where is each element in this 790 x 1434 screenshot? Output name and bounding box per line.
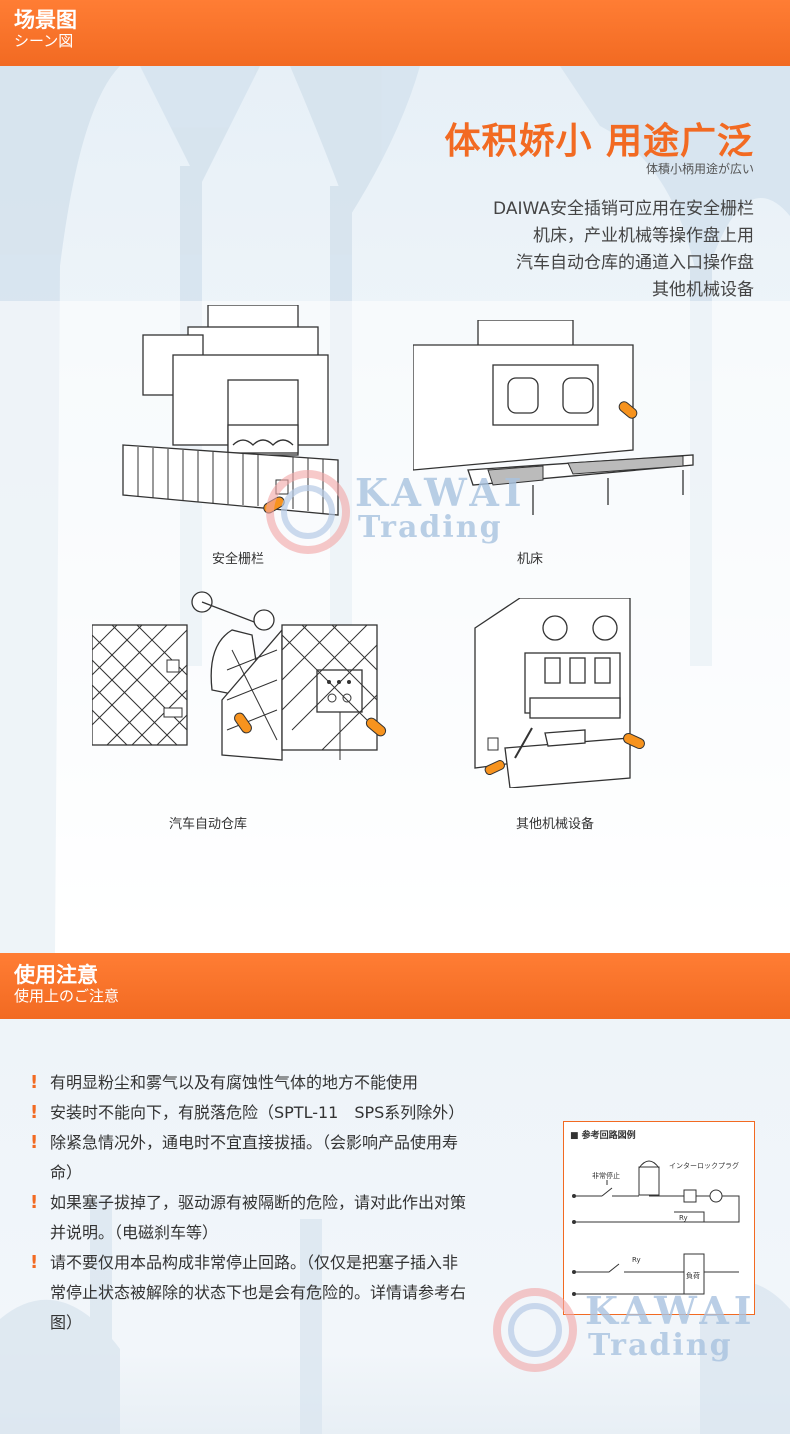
description-line: 机床，产业机械等操作盘上用 <box>533 226 754 246</box>
watermark-text: KAWAI <box>585 1288 757 1333</box>
caution-item: ! 除紧急情况外，通电时不宜直接拔插。（会影响产品使用寿命） <box>30 1128 470 1188</box>
scene-caption: 机床 <box>516 552 543 567</box>
section-subtitle: 使用上のご注意 <box>14 987 120 1005</box>
exclamation-icon: ! <box>30 1072 39 1093</box>
circuit-label-ry: Ry <box>632 1256 641 1264</box>
section-header-scenes: 场景图 シーン図 <box>0 0 790 66</box>
circuit-label-stop: 非常停止 <box>592 1171 620 1180</box>
section-subtitle: シーン図 <box>14 32 74 50</box>
watermark-logo-icon <box>493 1288 577 1372</box>
other-machinery-illustration <box>474 598 645 788</box>
caution-item: ! 请不要仅用本品构成非常停止回路。（仅仅是把塞子插入非常停止状态被解除的状态下… <box>30 1248 470 1338</box>
caution-item: ! 如果塞子拔掉了，驱动源有被隔断的危险，请对此作出对策并说明。（电磁刹车等） <box>30 1188 470 1248</box>
caution-list: ! 有明显粉尘和雾气以及有腐蚀性气体的地方不能使用 ! 安装时不能向下，有脱落危… <box>30 1068 470 1338</box>
watermark-text: Trading <box>588 1328 733 1363</box>
circuit-label-plug: インターロックプラグ <box>669 1161 739 1170</box>
description-line: DAIWA安全插销可应用在安全栅栏 <box>493 199 754 219</box>
section-title: 场景图 <box>14 8 77 32</box>
caution-text: 安装时不能向下，有脱落危险（SPTL-11 SPS系列除外） <box>50 1103 465 1122</box>
exclamation-icon: ! <box>30 1192 39 1213</box>
caution-text: 请不要仅用本品构成非常停止回路。（仅仅是把塞子插入非常停止状态被解除的状态下也是… <box>50 1253 467 1332</box>
circuit-label-load: 負荷 <box>686 1271 700 1280</box>
section-header-notes: 使用注意 使用上のご注意 <box>0 953 790 1019</box>
caution-item: ! 安装时不能向下，有脱落危险（SPTL-11 SPS系列除外） <box>30 1098 470 1128</box>
auto-warehouse-illustration <box>92 591 387 761</box>
headline-subtitle: 体積小柄用途が広い <box>645 162 754 176</box>
description-line: 其他机械设备 <box>652 280 754 300</box>
exclamation-icon: ! <box>30 1102 39 1123</box>
watermark-text: KAWAI <box>355 470 527 515</box>
caution-text: 有明显粉尘和雾气以及有腐蚀性气体的地方不能使用 <box>50 1073 419 1092</box>
headline: 体积娇小 用途广泛 <box>444 121 754 162</box>
machine-tool-illustration <box>413 320 694 515</box>
circuit-title: ■ 参考回路図例 <box>570 1129 636 1141</box>
watermark-text: Trading <box>358 510 503 545</box>
caution-item: ! 有明显粉尘和雾气以及有腐蚀性气体的地方不能使用 <box>30 1068 470 1098</box>
circuit-label-ry: Ry <box>679 1214 688 1222</box>
scenes-background <box>0 66 790 953</box>
scene-caption: 其他机械设备 <box>515 817 594 832</box>
scene-caption: 安全栅栏 <box>211 552 264 567</box>
notes-background <box>0 1019 790 1434</box>
exclamation-icon: ! <box>30 1132 39 1153</box>
watermark-logo-icon <box>266 470 350 554</box>
description-line: 汽车自动仓库的通道入口操作盘 <box>516 253 754 273</box>
exclamation-icon: ! <box>30 1252 39 1273</box>
section-title: 使用注意 <box>14 963 98 987</box>
safety-fence-illustration <box>122 305 339 516</box>
caution-text: 除紧急情况外，通电时不宜直接拔插。（会影响产品使用寿命） <box>50 1133 459 1182</box>
reference-circuit-diagram: ■ 参考回路図例 非常停止 インターロックプラグ Ry Ry 負荷 <box>563 1121 755 1315</box>
caution-text: 如果塞子拔掉了，驱动源有被隔断的危险，请对此作出对策并说明。（电磁刹车等） <box>50 1193 467 1242</box>
scene-caption: 汽车自动仓库 <box>168 817 247 832</box>
description: DAIWA安全插销可应用在安全栅栏 机床，产业机械等操作盘上用 汽车自动仓库的通… <box>493 196 754 304</box>
arch-background-graphic <box>0 1199 790 1434</box>
